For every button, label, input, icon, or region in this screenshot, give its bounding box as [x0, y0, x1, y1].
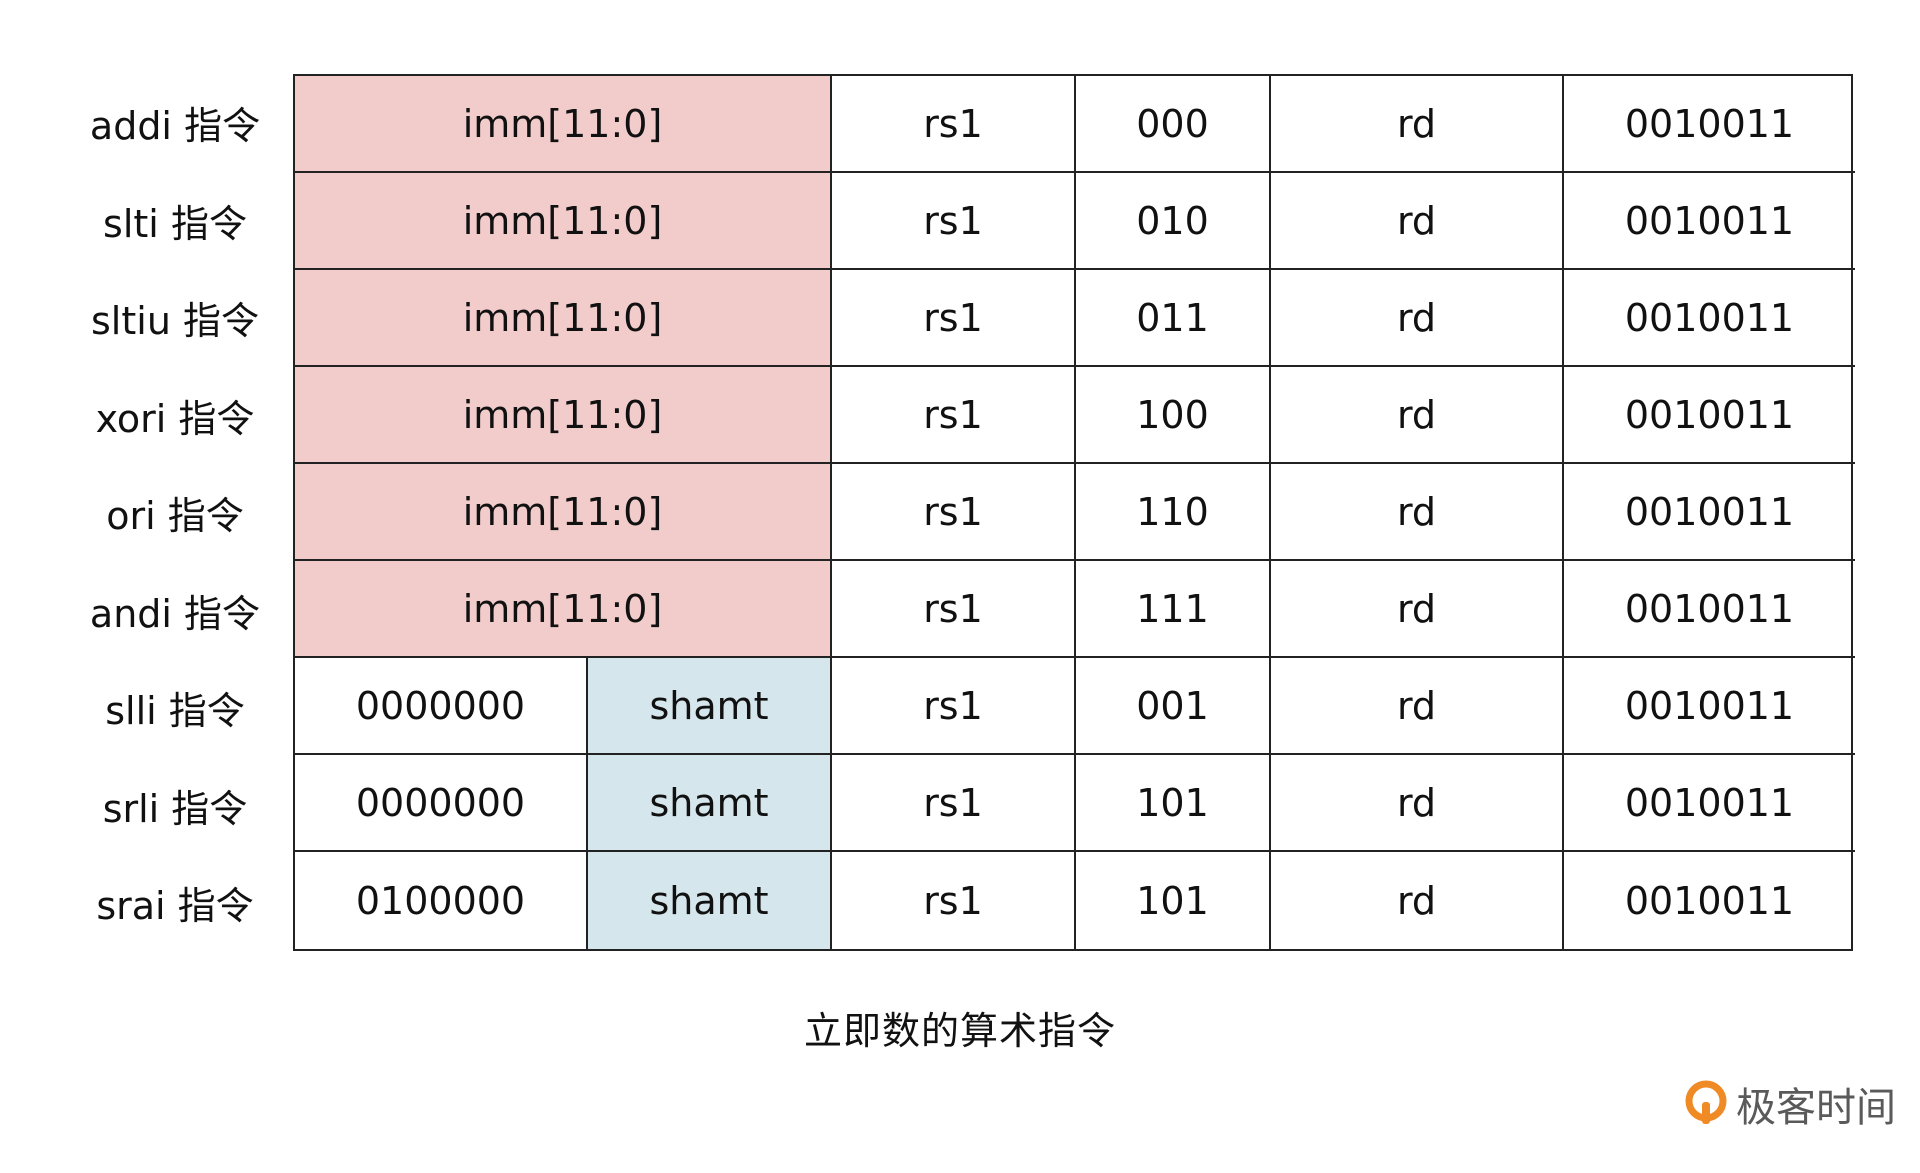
rd-field: rd: [1271, 270, 1564, 367]
row-label: ori 指令: [106, 494, 244, 539]
funct3-field: 101: [1076, 755, 1271, 852]
geektime-logo-icon: [1685, 1080, 1727, 1124]
rs1-field: rs1: [832, 561, 1076, 658]
opcode-field: 0010011: [1564, 561, 1855, 658]
rs1-field: rs1: [832, 173, 1076, 270]
imm-field: imm[11:0]: [295, 76, 832, 173]
funct3-field: 010: [1076, 173, 1271, 270]
funct3-field: 110: [1076, 464, 1271, 561]
funct3-field: 011: [1076, 270, 1271, 367]
logo-text: 极客时间: [1736, 1085, 1896, 1131]
row-label: addi 指令: [89, 104, 261, 149]
funct3-field: 111: [1076, 561, 1271, 658]
imm-field: imm[11:0]: [295, 464, 832, 561]
row-labels: addi 指令 slti 指令 sltiu 指令 xori 指令 ori 指令 andi …: [60, 74, 290, 952]
funct7-field: 0000000: [295, 755, 588, 852]
rs1-field: rs1: [832, 755, 1076, 852]
funct7-field: 0000000: [295, 658, 588, 755]
rd-field: rd: [1271, 852, 1564, 949]
imm-field: imm[11:0]: [295, 367, 832, 464]
imm-field: imm[11:0]: [295, 173, 832, 270]
funct3-field: 101: [1076, 852, 1271, 949]
funct3-field: 100: [1076, 367, 1271, 464]
shamt-field: shamt: [588, 658, 832, 755]
rs1-field: rs1: [832, 270, 1076, 367]
shamt-field: shamt: [588, 755, 832, 852]
row-label: srli 指令: [102, 786, 248, 831]
opcode-field: 0010011: [1564, 76, 1855, 173]
row-label: sltiu 指令: [91, 299, 259, 344]
row-label: xori 指令: [95, 396, 255, 441]
opcode-field: 0010011: [1564, 464, 1855, 561]
rs1-field: rs1: [832, 76, 1076, 173]
rs1-field: rs1: [832, 367, 1076, 464]
brand-logo: 极客时间: [1684, 1075, 1896, 1133]
figure-caption: 立即数的算术指令: [803, 1009, 1116, 1053]
opcode-field: 0010011: [1564, 367, 1855, 464]
rd-field: rd: [1271, 561, 1564, 658]
opcode-field: 0010011: [1624, 878, 1795, 923]
row-label: srai 指令: [96, 884, 254, 929]
rs1-field: rs1: [832, 464, 1076, 561]
row-label: andi 指令: [89, 591, 261, 636]
funct7-field: 0100000: [295, 852, 588, 949]
row-label: slti 指令: [103, 201, 247, 246]
rd-field: rd: [1271, 367, 1564, 464]
opcode-field: 0010011: [1564, 173, 1855, 270]
imm-field: imm[11:0]: [295, 561, 832, 658]
opcode-field: 0010011: [1564, 270, 1855, 367]
imm-field: imm[11:0]: [295, 270, 832, 367]
opcode-field: 0010011: [1564, 658, 1855, 755]
rd-field: rd: [1271, 464, 1564, 561]
funct3-field: 001: [1076, 658, 1271, 755]
shamt-field: shamt: [588, 852, 832, 949]
rd-field: rd: [1271, 76, 1564, 173]
row-label: slli 指令: [105, 689, 245, 734]
rd-field: rd: [1271, 755, 1564, 852]
rs1-field: rs1: [832, 658, 1076, 755]
rs1-field: rs1: [832, 852, 1076, 949]
opcode-field: 0010011: [1564, 755, 1855, 852]
funct3-field: 000: [1076, 76, 1271, 173]
rd-field: rd: [1271, 658, 1564, 755]
rd-field: rd: [1271, 173, 1564, 270]
